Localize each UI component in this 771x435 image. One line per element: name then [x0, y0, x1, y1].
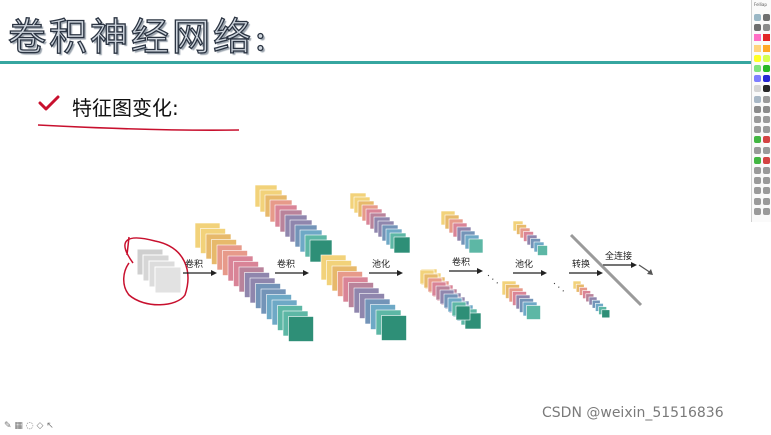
feature-map-diagram: 卷积 卷积 池化 卷积 池化 转换 全连接 . . . . . . [123, 184, 653, 342]
ellipsis-1: . . . [485, 270, 502, 287]
conv3-feature-maps-b [419, 269, 471, 321]
toolbar-tool-icon[interactable] [763, 54, 770, 62]
toolbar-tool-icon[interactable] [754, 167, 761, 174]
toolbar-tool-icon[interactable] [763, 34, 770, 42]
toolbar-tool-icon[interactable] [763, 14, 770, 21]
conv2-feature-maps-b [320, 254, 407, 341]
flatten-feature-maps [572, 280, 611, 319]
arrow-pool-2 [513, 270, 547, 276]
red-ink-underline [37, 124, 240, 131]
slide-title: 卷积神经网络: [7, 14, 270, 59]
toolbar-tool-icon[interactable] [763, 187, 770, 195]
toolbar-tool-icon[interactable] [763, 75, 770, 83]
toolbar-tool-icon[interactable] [754, 44, 761, 52]
toolbar-tool-icon[interactable] [754, 116, 761, 123]
toolbar-tool-icon[interactable] [763, 116, 770, 123]
toolbar-tool-icon[interactable] [754, 75, 761, 83]
toolbar-tool-icon[interactable] [754, 126, 761, 134]
toolbar-tool-icon[interactable] [763, 85, 770, 93]
toolbar-tool-icon[interactable] [763, 24, 770, 32]
label-pool-1: 池化 [372, 258, 390, 270]
toolbar-tool-icon[interactable] [763, 44, 770, 52]
red-ink-circle [123, 236, 189, 306]
arrow-fully-connected [603, 262, 637, 268]
toolbar-tool-icon[interactable] [763, 167, 770, 174]
label-conv-1: 卷积 [185, 258, 203, 270]
arrow-pool-1 [369, 270, 403, 276]
slide-tool-icons[interactable]: ✎ ▦ ◌ ◇ ↖ [4, 421, 54, 431]
pool2-feature-maps-a [512, 220, 548, 256]
label-pool-2: 池化 [515, 258, 533, 270]
toolbar-tool-icon[interactable] [754, 146, 761, 154]
pool1-feature-maps-a [349, 192, 411, 254]
toolbar-tool-icon[interactable] [763, 65, 770, 72]
toolbar-tool-icon[interactable] [754, 95, 761, 103]
toolbar-tool-icon[interactable] [763, 136, 770, 144]
toolbar-tool-icon[interactable] [754, 207, 761, 215]
toolbar-tool-icon[interactable] [754, 85, 761, 93]
toolbar-tool-icon[interactable] [763, 105, 770, 113]
conv3-feature-maps-a [440, 210, 484, 254]
toolbar-tool-icon[interactable] [754, 136, 761, 144]
arrow-conv-2 [275, 270, 309, 276]
toolbar-tool-icon[interactable] [754, 177, 761, 185]
toolbar-tool-icon[interactable] [763, 177, 770, 185]
csdn-watermark: CSDN @weixin_51516836 [542, 405, 724, 421]
toolbar-tool-icon[interactable] [754, 54, 761, 62]
toolbar-tool-icon[interactable] [754, 105, 761, 113]
label-conv-2: 卷积 [277, 258, 295, 270]
arrow-conv-3 [449, 268, 483, 274]
title-divider [0, 61, 753, 64]
toolbar-tool-icon[interactable] [763, 146, 770, 154]
annotation-toolbar: Felliap [751, 0, 771, 222]
slide-subtitle: 特征图变化: [72, 96, 179, 120]
label-conv-3: 卷积 [452, 256, 470, 268]
toolbar-tool-icon[interactable] [763, 197, 770, 205]
toolbar-tool-icon[interactable] [754, 197, 761, 205]
pool2-feature-maps-b [501, 280, 541, 320]
toolbar-tool-icon[interactable] [754, 24, 761, 32]
arrow-flatten [569, 270, 603, 276]
toolbar-tool-icon[interactable] [754, 65, 761, 72]
toolbar-tool-icon[interactable] [763, 207, 770, 215]
arrow-conv-1 [183, 270, 217, 276]
ellipsis-2: . . . [551, 278, 568, 295]
input-image-stack [136, 248, 182, 294]
toolbar-tool-icon[interactable] [763, 126, 770, 134]
toolbar-tool-icon[interactable] [763, 156, 770, 164]
toolbar-tool-icon[interactable] [754, 14, 761, 21]
output-arrow-icon [638, 264, 653, 275]
toolbar-tool-icon[interactable] [754, 34, 761, 42]
toolbar-header: Felliap [754, 2, 767, 7]
label-fully-connected: 全连接 [605, 250, 632, 262]
label-flatten: 转换 [572, 258, 590, 270]
toolbar-tool-icon[interactable] [754, 156, 761, 164]
conv1-feature-maps [194, 222, 314, 342]
checkmark-icon [38, 95, 60, 111]
conv2-feature-maps-a [254, 184, 333, 263]
fc-layer-bar [569, 233, 643, 307]
toolbar-tool-icon[interactable] [763, 95, 770, 103]
toolbar-tool-icon[interactable] [754, 187, 761, 195]
